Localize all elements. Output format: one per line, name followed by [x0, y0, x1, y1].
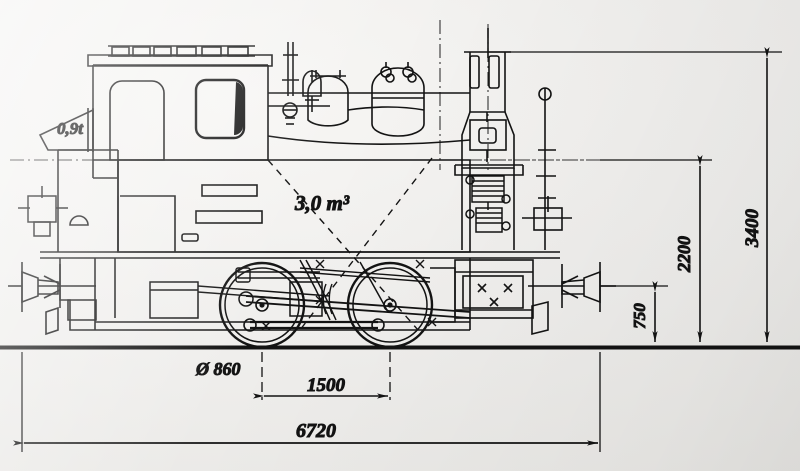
boiler-height-value: 2200 — [674, 236, 694, 273]
water-capacity-label: 3,0 m³ — [294, 191, 350, 215]
front-handrail — [522, 87, 572, 250]
left-side-fittings — [18, 186, 68, 237]
smokebox-and-chimney — [454, 28, 524, 250]
wheel-diameter-value: Ø 860 — [195, 359, 241, 379]
dimension-total-height — [488, 47, 782, 342]
total-height-value: 3400 — [742, 209, 763, 249]
safety-valve-assembly — [282, 42, 322, 125]
total-length-value: 6720 — [296, 420, 336, 442]
side-water-tank — [57, 149, 471, 253]
valve-gear-links — [197, 259, 437, 331]
buffer-right — [528, 262, 616, 336]
coal-capacity-label: 0,9t — [57, 119, 84, 138]
dimension-boiler-height — [600, 155, 712, 342]
centre-lines — [10, 20, 650, 170]
cylinder-block — [454, 259, 534, 319]
wheelbase-value: 1500 — [307, 375, 346, 396]
cab — [87, 45, 273, 179]
front-spring-stack — [465, 175, 511, 233]
buffer-left — [8, 262, 97, 336]
buffer-height-value: 750 — [630, 303, 649, 329]
